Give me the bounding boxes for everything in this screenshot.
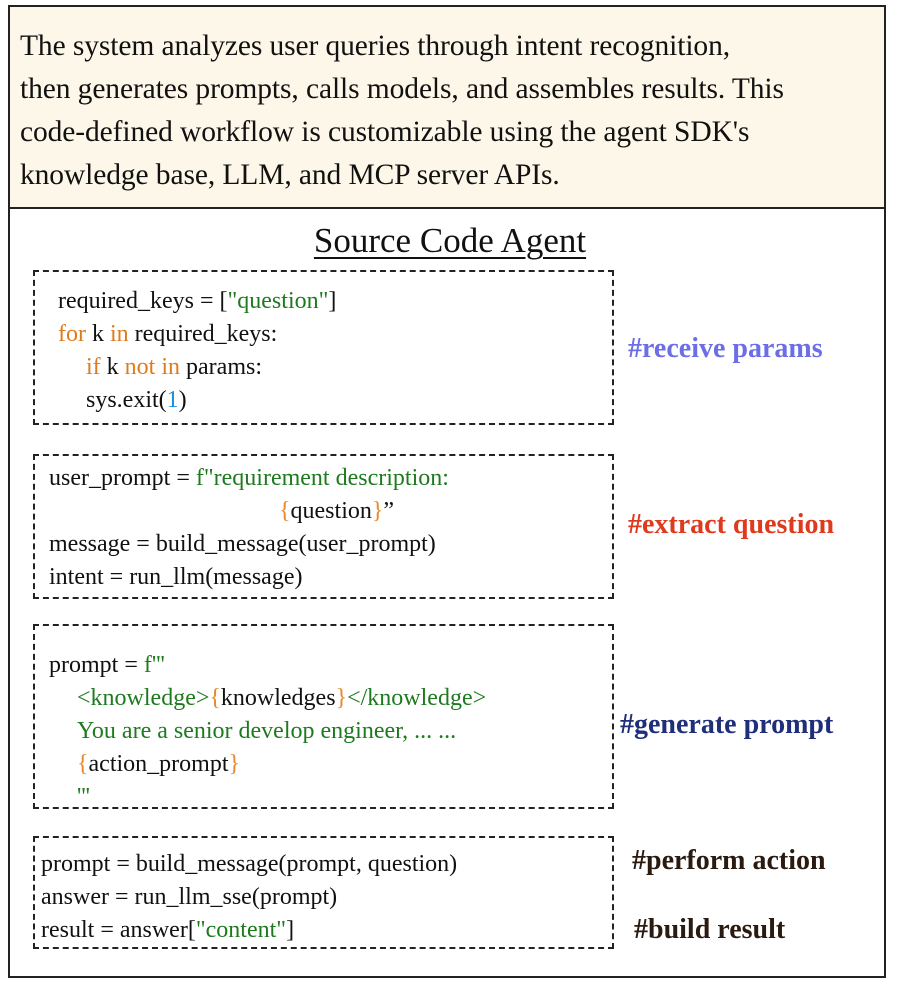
brace: } bbox=[335, 685, 348, 711]
keyword: if bbox=[86, 354, 101, 380]
code-line: ''' bbox=[77, 784, 90, 810]
code-line: for k in required_keys: bbox=[58, 321, 278, 347]
label-perform-action: #perform action bbox=[632, 845, 826, 876]
figure-frame: The system analyzes user queries through… bbox=[8, 5, 886, 978]
label-build-result: #build result bbox=[634, 914, 786, 945]
code-block-receive-params: required_keys = ["question"] for k in re… bbox=[33, 270, 614, 425]
brace: { bbox=[279, 498, 291, 524]
keyword: in bbox=[109, 321, 129, 347]
number-literal: 1 bbox=[166, 387, 179, 413]
code-line: <knowledge>{knowledges}</knowledge> bbox=[77, 685, 487, 711]
code-line: required_keys = ["question"] bbox=[58, 288, 337, 314]
code-line: answer = run_llm_sse(prompt) bbox=[41, 884, 338, 910]
code-line: intent = run_llm(message) bbox=[49, 564, 303, 590]
label-receive-params: #receive params bbox=[628, 333, 823, 364]
description-line: code-defined workflow is customizable us… bbox=[20, 116, 750, 148]
brace: } bbox=[228, 751, 241, 777]
description-panel: The system analyzes user queries through… bbox=[10, 7, 884, 209]
code-line: {action_prompt} bbox=[77, 751, 241, 777]
code-line: result = answer["content"] bbox=[41, 917, 295, 943]
code-line: {question}” bbox=[279, 498, 395, 524]
diagram-title: Source Code Agent bbox=[313, 221, 587, 260]
keyword: for bbox=[58, 321, 86, 347]
brace: { bbox=[77, 751, 89, 777]
string-literal: f"requirement description: bbox=[195, 465, 449, 491]
code-line: You are a senior develop engineer, ... .… bbox=[77, 718, 457, 744]
code-block-perform-action: prompt = build_message(prompt, question)… bbox=[33, 836, 614, 949]
code-line: message = build_message(user_prompt) bbox=[49, 531, 436, 557]
code-block-generate-prompt: prompt = f''' <knowledge>{knowledges}</k… bbox=[33, 624, 614, 810]
keyword: not in bbox=[124, 354, 181, 380]
description-line: knowledge base, LLM, and MCP server APIs… bbox=[20, 159, 560, 191]
description-line: then generates prompts, calls models, an… bbox=[20, 73, 784, 105]
string-literal: "content" bbox=[195, 917, 287, 943]
brace: } bbox=[371, 498, 384, 524]
code-line: if k not in params: bbox=[86, 354, 262, 380]
string-literal: "question" bbox=[227, 288, 329, 314]
code-block-extract-question: user_prompt = f"requirement description:… bbox=[33, 454, 614, 599]
code-line: prompt = build_message(prompt, question) bbox=[41, 851, 458, 877]
description-line: The system analyzes user queries through… bbox=[20, 30, 730, 62]
code-line: sys.exit(1) bbox=[86, 387, 187, 413]
label-extract-question: #extract question bbox=[628, 509, 835, 540]
code-line: prompt = f''' bbox=[49, 652, 165, 678]
code-line: user_prompt = f"requirement description: bbox=[49, 465, 449, 491]
brace: { bbox=[209, 685, 221, 711]
string-literal: f''' bbox=[143, 652, 165, 678]
label-generate-prompt: #generate prompt bbox=[620, 709, 834, 740]
